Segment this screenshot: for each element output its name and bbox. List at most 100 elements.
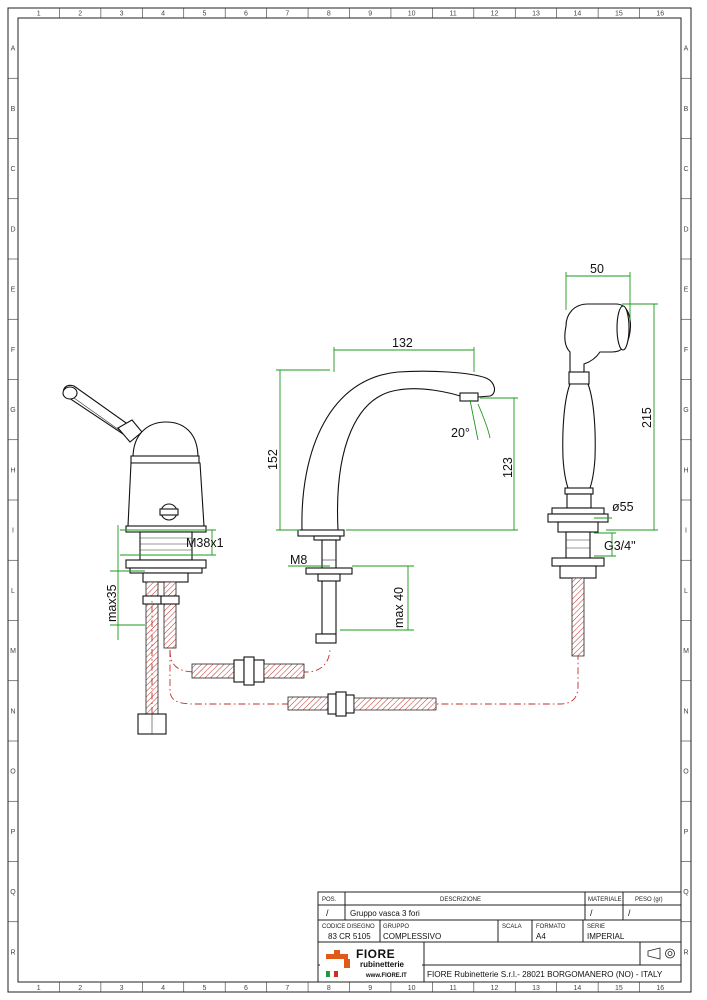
border-row-label: O [683,769,689,776]
border-column-label: 15 [615,11,623,18]
tb-serie-label: SERIE [587,924,605,930]
lever-tip [62,386,78,400]
border-column-label: 11 [449,11,456,18]
spout-aerator [459,392,479,402]
border-row-label: I [12,528,14,535]
border-column-label: 14 [574,11,582,18]
border-column-label: 6 [244,985,248,992]
border-row-label: N [683,708,688,715]
mixer-hose-right [163,581,177,649]
border-column-label: 10 [408,985,416,992]
border-row-label: P [684,829,689,836]
border-column-label: 7 [285,11,289,18]
tb-company: FIORE Rubinetterie S.r.l.- 28021 BORGOMA… [427,970,663,979]
shower-thread-label: G3/4" [604,539,636,553]
border-row-label: B [11,106,16,113]
border-column-label: 9 [368,11,372,18]
border-column-label: 16 [656,985,664,992]
tb-pos-value: / [326,908,329,918]
connector-hose-b [263,663,305,679]
border-column-label: 5 [203,985,207,992]
border-column-label: 1 [37,11,41,18]
shower-hose-spiral [353,697,437,711]
border-row-label: O [10,769,16,776]
border-column-label: 4 [161,985,165,992]
mixer-dimensions: M38x1 max35 [105,525,224,640]
border-row-label: D [10,226,15,233]
border-column-label: 3 [120,985,124,992]
connector-hose-a [191,663,235,679]
spout-shank [321,539,337,635]
border-column-label: 2 [78,985,82,992]
border-column-label: 5 [203,11,207,18]
border-column-label: 13 [532,985,540,992]
border-row-label: P [11,829,16,836]
border-column-label: 13 [532,11,540,18]
border-column-label: 4 [161,11,165,18]
italy-flag-icon [326,970,338,978]
border-column-label: 7 [285,985,289,992]
hose-connections [151,600,579,717]
border-column-label: 1 [37,985,41,992]
border-row-label: F [11,347,15,354]
spout-thread-label: M8 [290,553,307,567]
border-column-label: 3 [120,11,124,18]
border-row-label: F [684,347,688,354]
border-row-label: G [683,407,688,414]
tb-descrizione-label: DESCRIZIONE [440,897,481,903]
tb-scala-label: SCALA [502,924,522,930]
border-row-label: C [683,166,688,173]
border-column-label: 8 [327,985,331,992]
tb-materiale-value: / [590,908,593,918]
border-column-label: 16 [656,11,664,18]
border-column-label: 12 [491,11,499,18]
mixer-body [62,384,207,735]
shower-head [564,303,632,373]
border-row-label: H [683,467,688,474]
tb-serie-value: IMPERIAL [587,932,625,941]
spout-arc [301,370,495,531]
border-row-label: E [684,287,689,294]
border-column-label: 12 [491,985,499,992]
border-row-label: I [685,528,687,535]
spout-dimensions: 132 152 123 20° M8 max 40 [266,336,518,631]
projection-symbol-icon [647,947,675,960]
border-row-label: L [684,588,688,595]
border-row-label: Q [683,889,689,896]
hand-shower [547,303,632,657]
tb-formato-value: A4 [536,932,546,941]
tb-peso-label: PESO (gr) [635,897,663,903]
spout-deck-nut [305,567,353,575]
border-row-label: A [684,46,689,53]
spout-width-label: 132 [392,336,413,350]
border-row-label: L [11,588,15,595]
border-column-label: 9 [368,985,372,992]
spout-outlet-height-label: 123 [501,457,515,478]
title-block: POS. DESCRIZIONE MATERIALE PESO (gr) / G… [317,891,682,983]
mixer-cap [132,421,199,459]
border-row-label: M [683,648,689,655]
connector-hose-c [287,696,329,711]
logo-sub: rubinetterie [360,960,405,969]
faucet-logo-icon [326,950,350,968]
tb-materiale-label: MATERIALE [588,897,622,903]
border-row-label: B [684,106,689,113]
shower-diameter-label: ø55 [612,500,634,514]
tb-gruppo-value: COMPLESSIVO [383,932,441,941]
border-column-label: 2 [78,11,82,18]
shower-base-nut [559,565,597,579]
spout-angle-label: 20° [451,426,470,440]
shower-head-width-label: 50 [590,262,604,276]
border-row-label: A [11,46,16,53]
logo-site: www.FIORE.IT [365,973,407,979]
shower-dimensions: 50 215 ø55 G3/4" [565,262,658,557]
border-row-label: C [10,166,15,173]
border-row-label: H [10,467,15,474]
tb-formato-label: FORMATO [536,924,566,930]
border-row-label: R [10,949,15,956]
border-row-label: R [683,949,688,956]
tb-description: Gruppo vasca 3 fori [350,909,420,918]
spout-height-label: 152 [266,449,280,470]
border-column-label: 15 [615,985,623,992]
